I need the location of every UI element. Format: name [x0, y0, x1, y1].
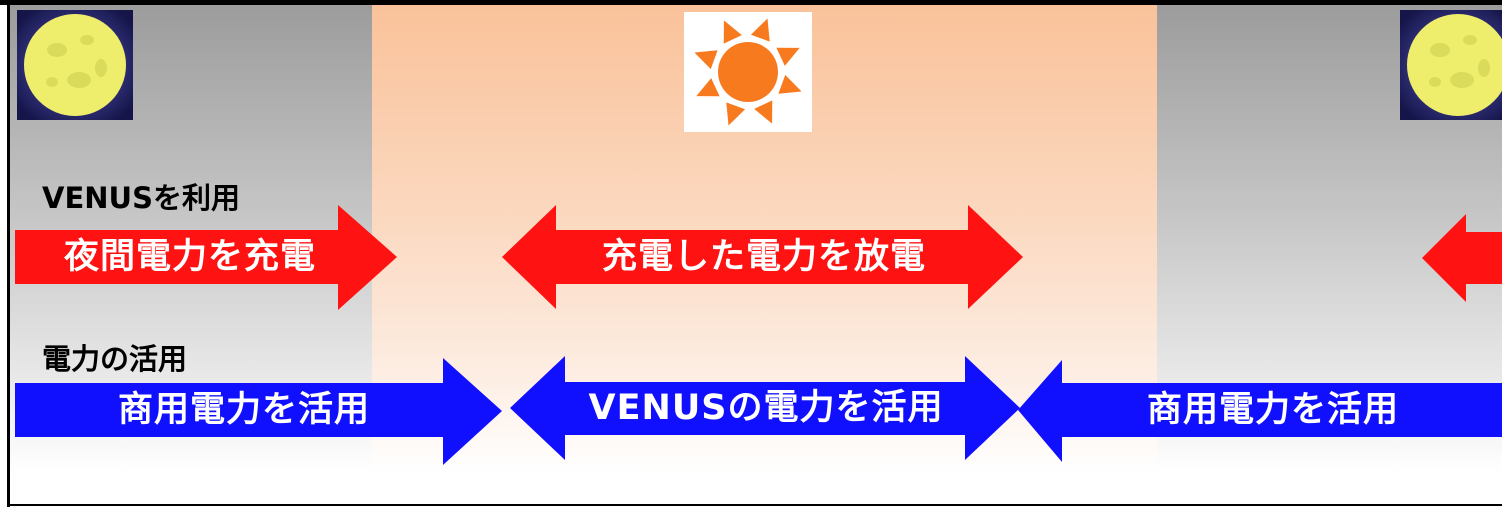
- row-label-power: 電力の活用: [42, 342, 187, 376]
- row-label-venus: VENUSを利用: [42, 181, 240, 215]
- charge-arrow: [15, 205, 397, 310]
- sun-rays: [694, 18, 802, 126]
- venus-power-arrow: [510, 356, 1020, 460]
- frame-top: [0, 0, 1502, 5]
- sun-disc: [718, 42, 778, 102]
- venus-power-arrow-label: VENUSの電力を活用: [589, 388, 944, 428]
- moon-icon: [1400, 10, 1502, 120]
- moon-disc: [1407, 14, 1502, 116]
- charge-arrow-label: 夜間電力を充電: [63, 237, 316, 277]
- moon-icon: [17, 10, 133, 120]
- sun-icon: [684, 12, 812, 132]
- frame-bottom: [7, 504, 1502, 506]
- grid-power-arrow-next-label: 商用電力を活用: [1147, 390, 1399, 430]
- grid-power-arrow: [15, 358, 502, 465]
- discharge-arrow: [502, 205, 1023, 309]
- grid-power-arrow-label: 商用電力を活用: [118, 390, 370, 430]
- grid-power-arrow-next: [1018, 360, 1502, 462]
- charge-arrow-next: [1422, 214, 1502, 302]
- frame-left: [7, 0, 10, 507]
- moon-disc: [24, 14, 126, 116]
- discharge-arrow-label: 充電した電力を放電: [602, 237, 926, 277]
